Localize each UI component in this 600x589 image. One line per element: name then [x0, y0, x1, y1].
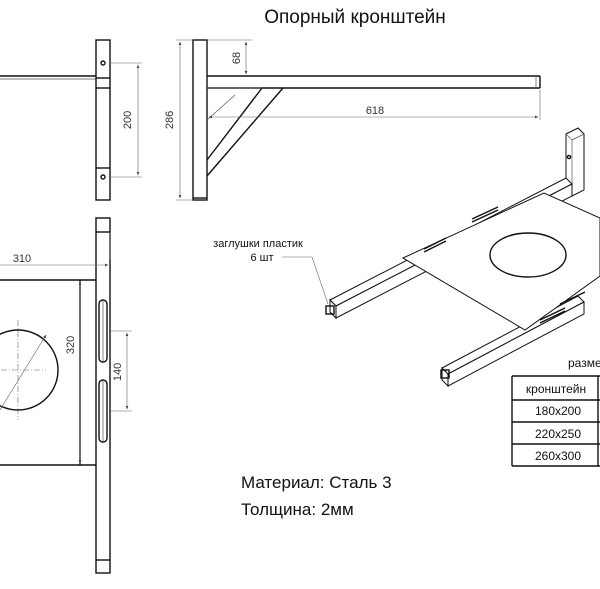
side-view-post: [192, 39, 208, 201]
thickness-label: Толщина: 2мм: [241, 500, 354, 519]
callout-line1: заглушки пластик: [213, 238, 303, 250]
table-header: кронштейн: [526, 382, 586, 396]
iso-pipe-opening: [489, 232, 567, 278]
size-table: разме кронштейн 180х200 220х250 260х300: [511, 356, 600, 467]
dim-68: 68: [231, 52, 243, 64]
material-label: Материал: Сталь 3: [241, 473, 392, 492]
dim-286: 286: [164, 111, 176, 129]
dim-618: 618: [366, 105, 384, 117]
callout-line2: 6 шт: [250, 252, 273, 264]
table-row: 180х200: [535, 404, 581, 418]
iso-plate: [401, 192, 600, 331]
isometric-view: [325, 127, 600, 388]
dim-310: 310: [13, 253, 31, 265]
plug-callout: заглушки пластик 6 шт: [213, 238, 329, 305]
table-title: разме: [568, 356, 600, 370]
side-view: 286 68 618: [164, 39, 541, 201]
mount-hole: [100, 60, 106, 66]
table-row: 220х250: [535, 427, 581, 441]
plan-view: 310 320 140: [0, 217, 132, 574]
front-view-post: [95, 39, 111, 201]
drawing-title: Опорный кронштейн: [264, 7, 446, 28]
dim-140: 140: [112, 363, 124, 381]
front-view-top: 200: [0, 39, 142, 201]
table-row: 260х300: [535, 449, 581, 463]
plan-view-post: [95, 217, 111, 574]
dim-200: 200: [122, 111, 134, 129]
mount-hole: [100, 174, 106, 180]
dim-320: 320: [65, 336, 77, 354]
